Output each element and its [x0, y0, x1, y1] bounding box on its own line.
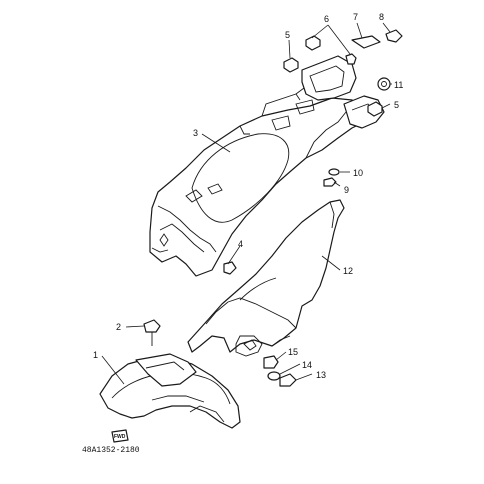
callout-3: 3 [193, 128, 198, 138]
callout-8: 8 [379, 12, 384, 22]
forward-direction-mark: FWD [111, 429, 129, 443]
callout-14: 14 [302, 360, 312, 370]
front-fender [99, 353, 241, 429]
part-code: 48A1352-2180 [82, 446, 140, 455]
hardware [143, 29, 403, 387]
callout-2: 2 [116, 322, 121, 332]
callout-7: 7 [353, 12, 358, 22]
callouts: 1 2 3 4 5 5 6 7 8 9 10 11 12 13 14 15 [93, 12, 403, 380]
rear-fender-body [149, 87, 365, 277]
callout-5-right: 5 [394, 100, 399, 110]
callout-11: 11 [394, 80, 403, 90]
rear-mudguard-hugger [187, 199, 345, 357]
callout-4: 4 [238, 239, 243, 249]
callout-12: 12 [343, 266, 353, 276]
callout-5-upper: 5 [285, 30, 290, 40]
callout-13: 13 [316, 370, 326, 380]
callout-1: 1 [93, 350, 98, 360]
callout-6: 6 [324, 14, 329, 24]
callout-9: 9 [344, 185, 349, 195]
direction-mark-text: FWD [114, 434, 126, 440]
callout-10: 10 [353, 168, 363, 178]
leader-lines [101, 22, 392, 385]
callout-15: 15 [288, 347, 298, 357]
